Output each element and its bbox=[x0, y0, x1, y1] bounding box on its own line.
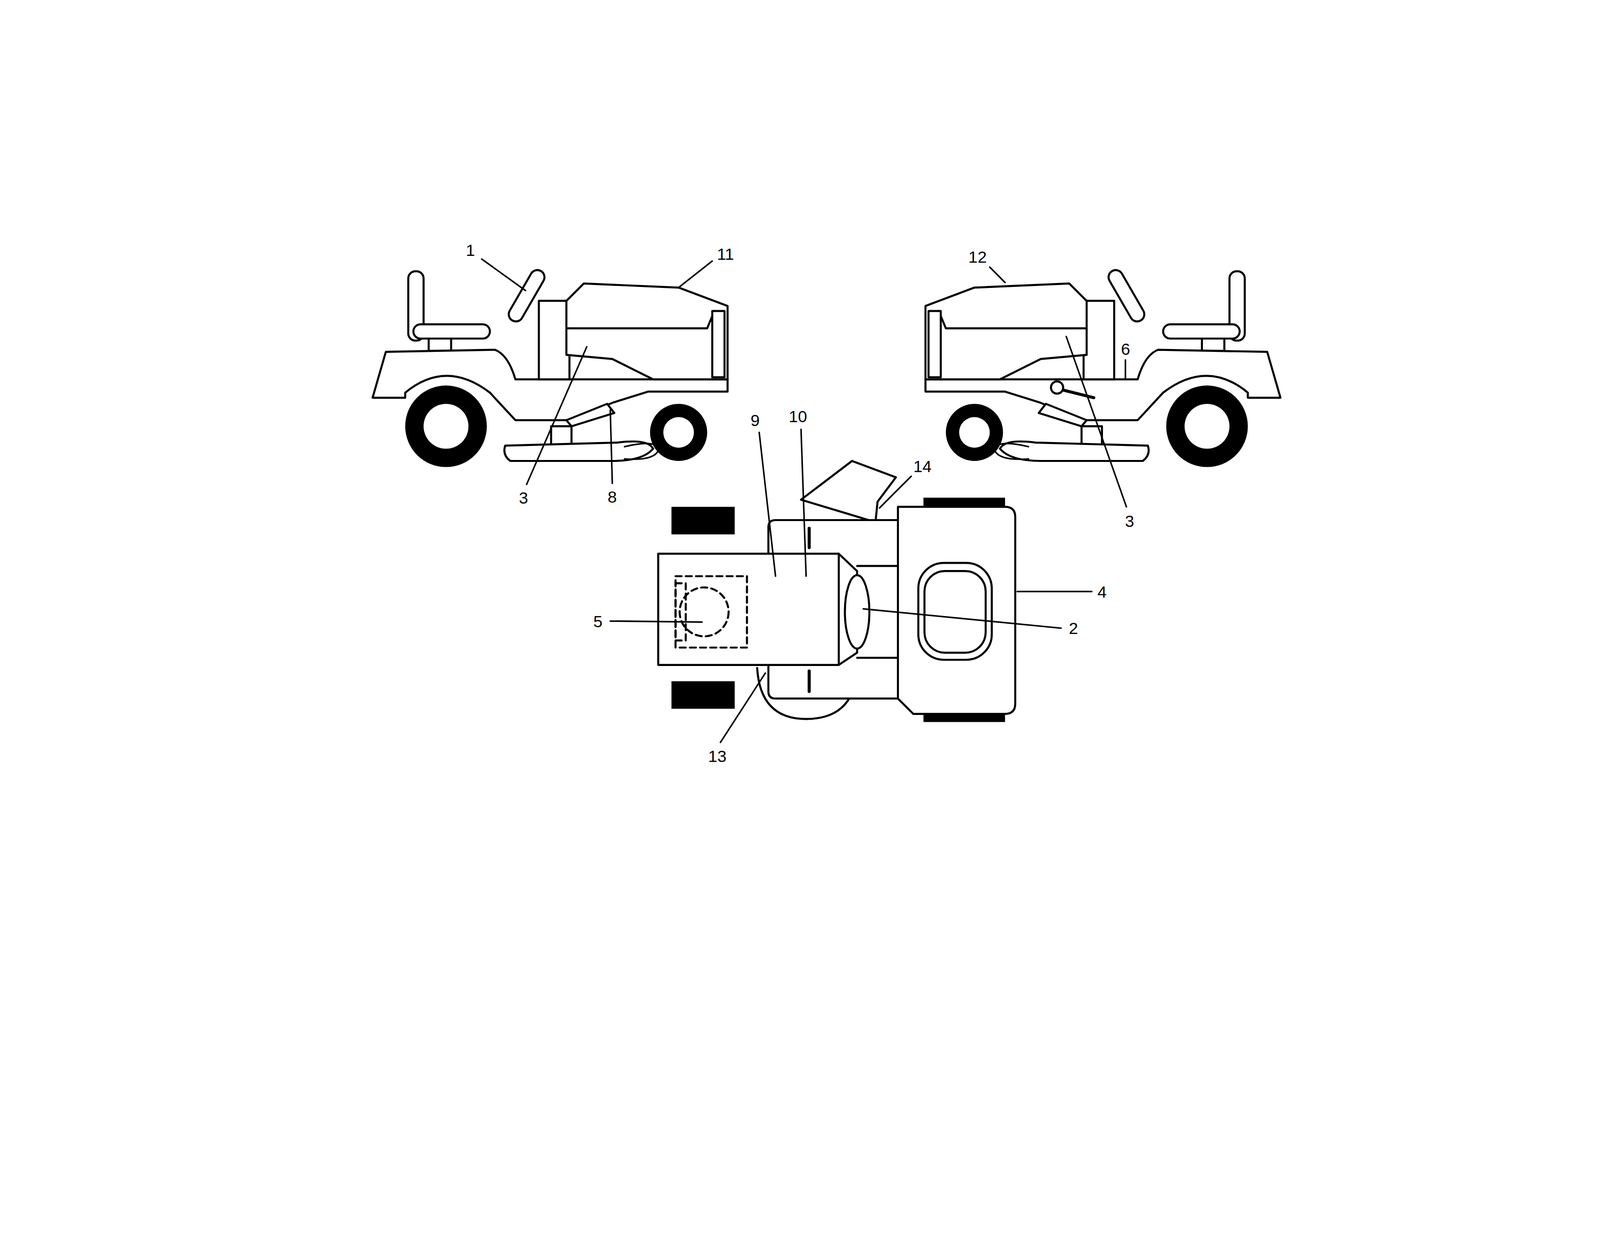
line-art bbox=[837, 553, 840, 665]
line-art bbox=[863, 608, 1061, 629]
line-art bbox=[1124, 360, 1127, 380]
line-art bbox=[1061, 389, 1094, 399]
line-art bbox=[372, 267, 728, 468]
line-art bbox=[526, 346, 587, 485]
callout-number: 3 bbox=[517, 488, 530, 508]
callout-number: 8 bbox=[606, 487, 619, 507]
callout-number: 3 bbox=[1123, 512, 1136, 531]
leader-lines bbox=[481, 258, 1127, 743]
callout-number: 11 bbox=[715, 244, 736, 264]
line-art bbox=[924, 571, 986, 653]
callout-number: 1 bbox=[464, 240, 477, 260]
line-art bbox=[896, 520, 899, 699]
line-art bbox=[610, 410, 613, 484]
line-art bbox=[658, 553, 858, 665]
line-art bbox=[925, 267, 1281, 468]
callout-number: 5 bbox=[592, 612, 605, 631]
callout-number: 9 bbox=[749, 411, 762, 430]
line-art bbox=[845, 575, 870, 649]
callout-number: 10 bbox=[787, 407, 809, 426]
line-art bbox=[675, 576, 747, 648]
line-art bbox=[923, 714, 1006, 723]
tractor-top-view bbox=[658, 461, 1016, 723]
line-art bbox=[481, 258, 526, 291]
callout-number: 4 bbox=[1095, 582, 1108, 602]
line-art bbox=[918, 562, 992, 660]
line-art bbox=[759, 432, 776, 577]
line-art bbox=[679, 587, 729, 637]
tractor-right-view bbox=[925, 267, 1281, 468]
line-art bbox=[610, 621, 703, 623]
line-art bbox=[1066, 336, 1127, 507]
line-art bbox=[1051, 381, 1064, 394]
line-art bbox=[720, 673, 766, 743]
callout-number: 2 bbox=[1067, 619, 1080, 638]
tractor-left-view bbox=[372, 267, 728, 468]
line-art bbox=[879, 476, 912, 509]
line-art bbox=[800, 461, 896, 523]
line-art bbox=[671, 507, 735, 535]
callout-number: 6 bbox=[1119, 339, 1132, 359]
callout-number: 13 bbox=[706, 747, 729, 766]
callout-number: 12 bbox=[966, 247, 989, 267]
line-art bbox=[800, 429, 807, 577]
line-art bbox=[807, 528, 811, 692]
callout-number: 14 bbox=[912, 457, 934, 476]
line-art bbox=[1017, 591, 1092, 593]
line-art bbox=[989, 267, 1006, 283]
line-art bbox=[678, 261, 713, 288]
line-art bbox=[671, 681, 735, 709]
